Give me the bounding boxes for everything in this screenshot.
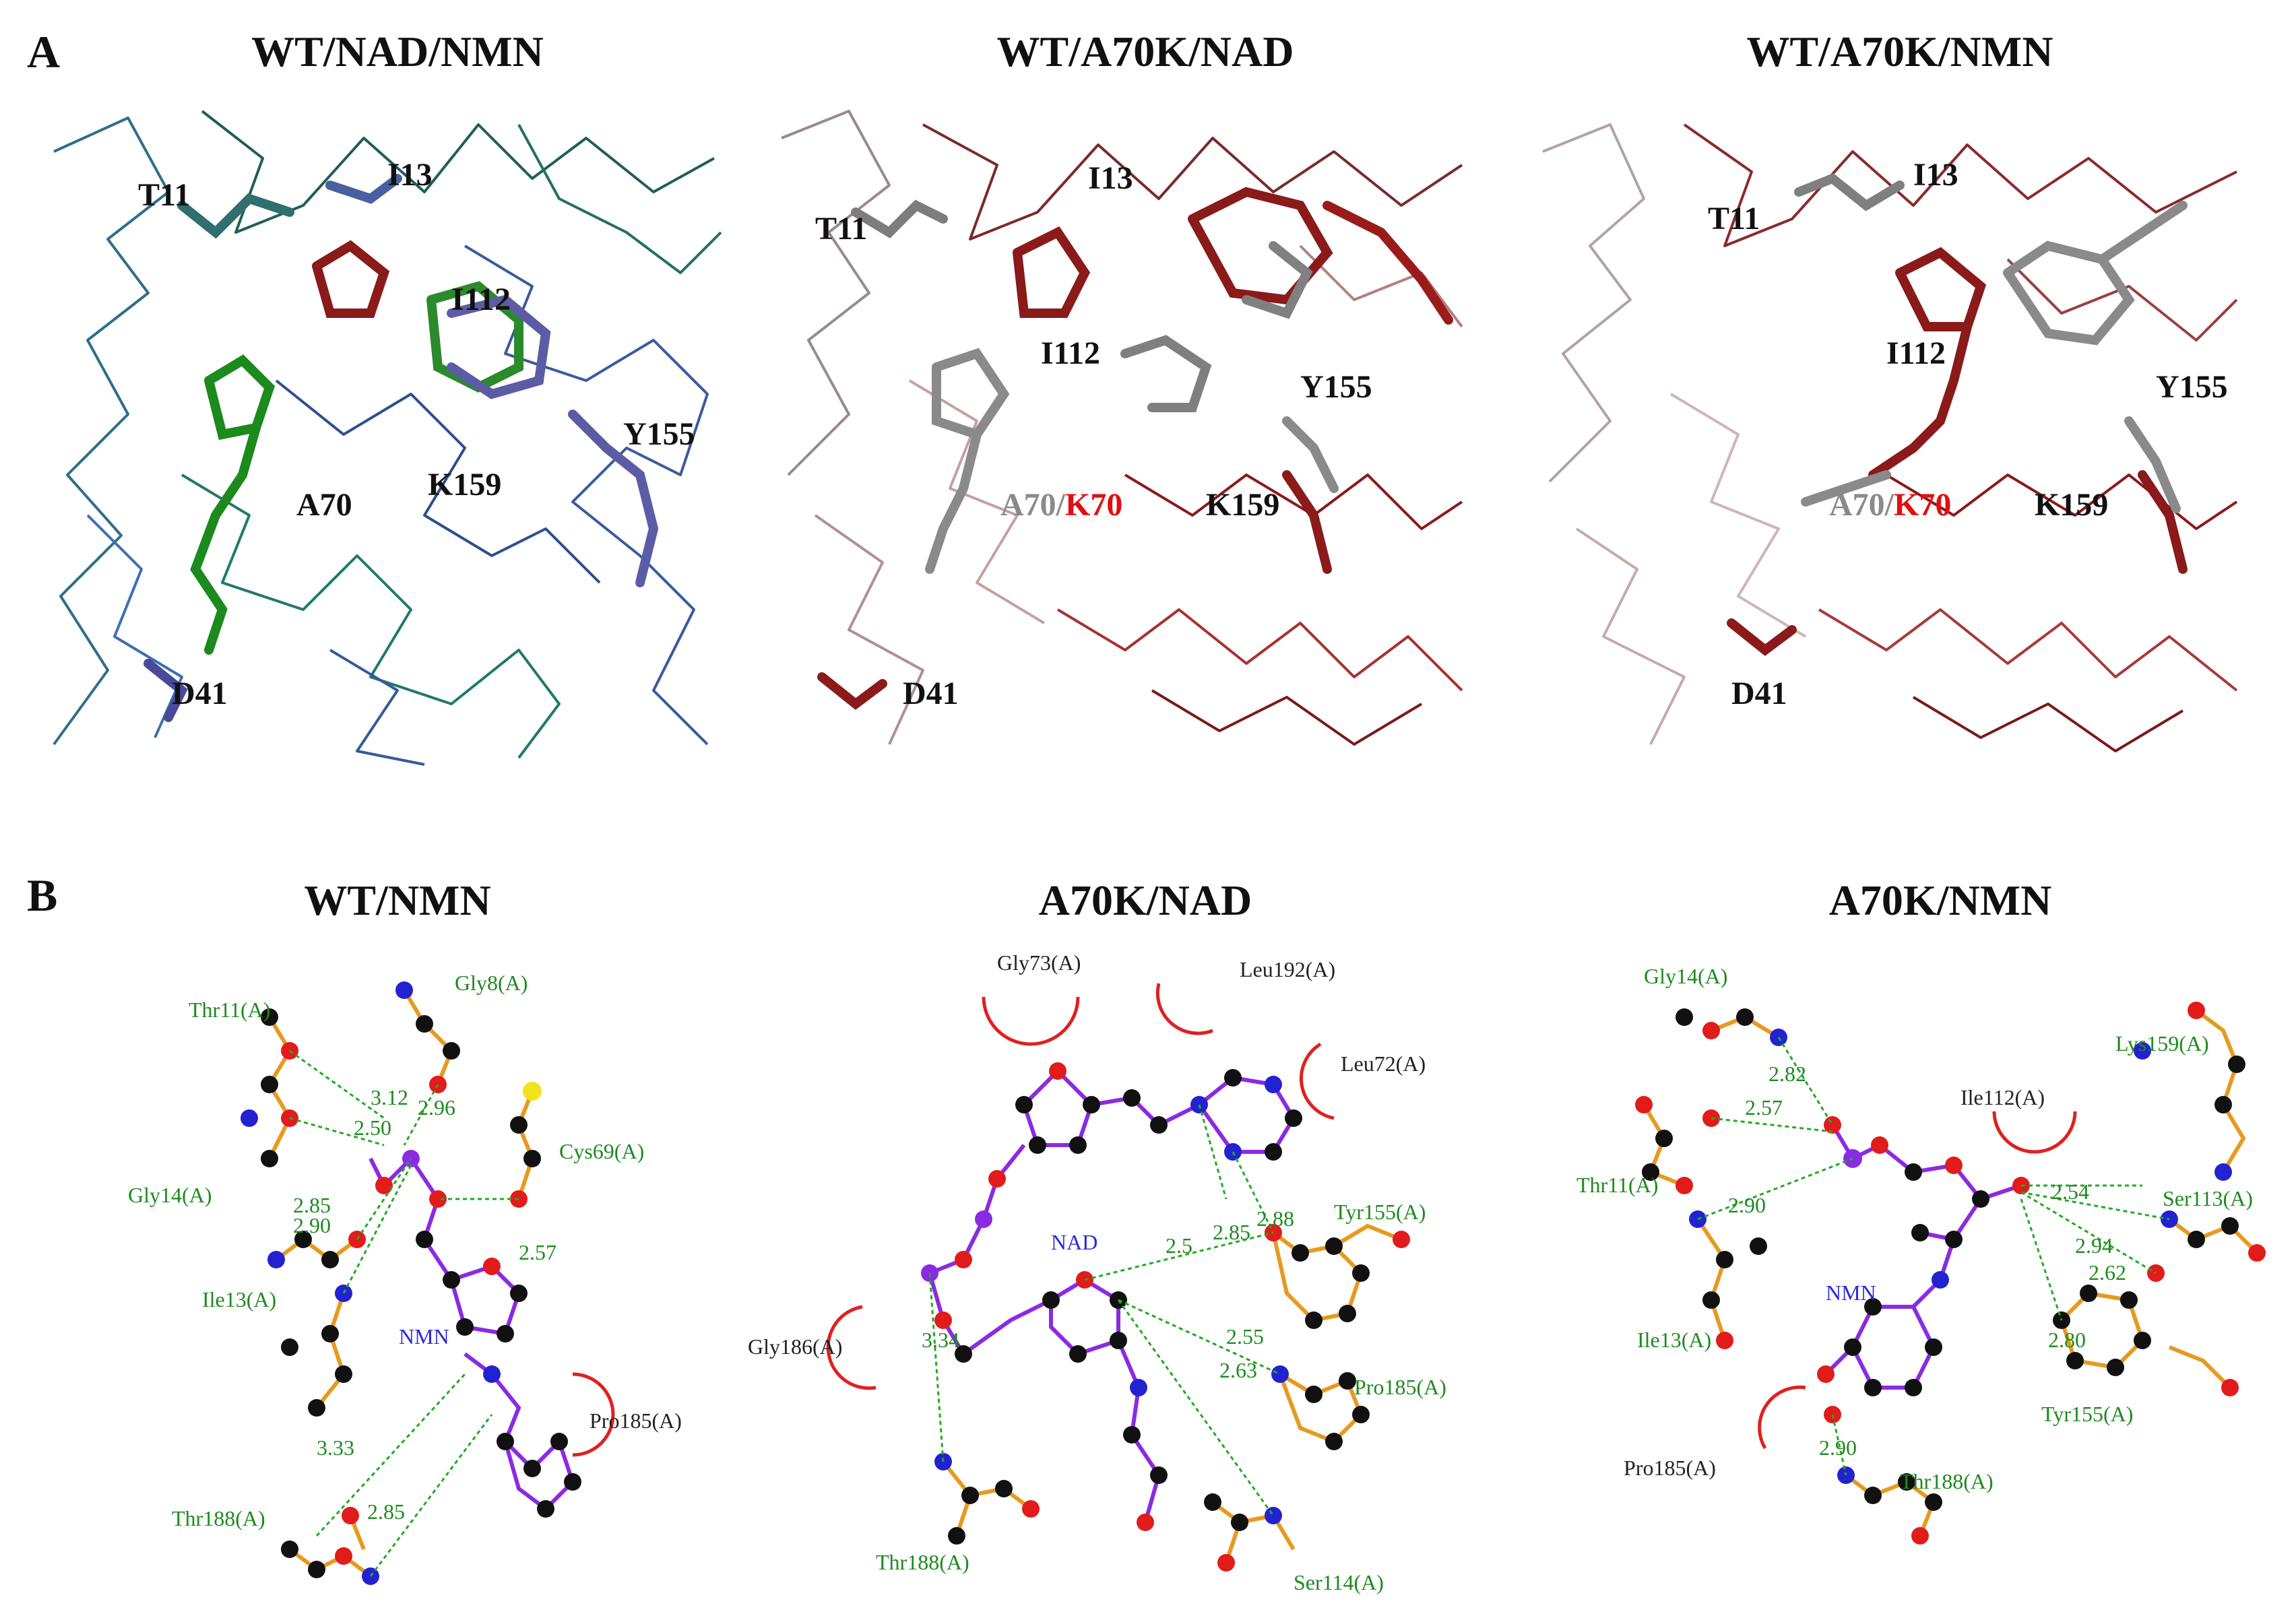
residue-gly186: Gly186(A) <box>748 1334 842 1359</box>
label-a70: A70 <box>1000 487 1056 523</box>
residue-pro185: Pro185(A) <box>589 1408 682 1433</box>
panel-a-title-1: WT/NAD/NMN <box>251 28 544 75</box>
residue-thr11: Thr11(A) <box>189 998 270 1022</box>
structure-image-wt-a70k-nad: T11 I13 I112 Y155 A70/K70 K159 D41 <box>775 98 1475 771</box>
residue-ile13: Ile13(A) <box>1637 1328 1711 1352</box>
distance-label: 2.5 <box>1166 1233 1192 1258</box>
residue-ile112: Ile112(A) <box>1960 1085 2045 1109</box>
label-i13: I13 <box>387 157 433 193</box>
residue-gly14: Gly14(A) <box>1644 964 1727 988</box>
distance-label: 2.80 <box>2048 1328 2086 1352</box>
distance-label: 2.55 <box>1226 1324 1264 1349</box>
panel-a-title-2: WT/A70K/NAD <box>996 28 1294 75</box>
distance-label: 3.12 <box>371 1085 408 1109</box>
distance-label: 2.94 <box>2075 1233 2113 1258</box>
distance-label: 2.90 <box>1819 1435 1857 1460</box>
residue-pro185: Pro185(A) <box>1624 1456 1716 1480</box>
residue-ser113: Ser113(A) <box>2163 1186 2253 1210</box>
distance-label: 2.57 <box>519 1240 556 1264</box>
residue-cys69: Cys69(A) <box>559 1139 644 1163</box>
label-y155: Y155 <box>2156 369 2228 405</box>
label-a70: A70 <box>1829 487 1885 523</box>
panel-b-title-3: A70K/NMN <box>1828 876 2052 924</box>
distance-label: 2.50 <box>354 1115 391 1140</box>
ligplot-wt-nmn: Thr11(A) Gly8(A) Cys69(A) Gly14(A) Ile13… <box>88 943 761 1603</box>
distance-label: 2.85 <box>1213 1220 1250 1244</box>
panel-b-letter: B <box>27 870 58 921</box>
ligand-name-nmn: NMN <box>1826 1281 1876 1305</box>
label-i13: I13 <box>1913 157 1958 193</box>
ligand-name-nad: NAD <box>1051 1230 1097 1254</box>
label-k159: K159 <box>2035 487 2108 523</box>
distance-label: 3.34 <box>922 1328 959 1352</box>
panel-b-title-2: A70K/NAD <box>1038 876 1252 924</box>
ligand-name-nmn: NMN <box>399 1324 449 1349</box>
label-i13: I13 <box>1088 160 1133 196</box>
distance-label: 2.54 <box>2051 1179 2089 1204</box>
panel-a-title-3: WT/A70K/NMN <box>1746 28 2053 75</box>
label-t11: T11 <box>1708 201 1760 236</box>
distance-label: 3.33 <box>317 1435 354 1460</box>
residue-lys159: Lys159(A) <box>2115 1031 2209 1056</box>
label-i112: I112 <box>1041 335 1100 371</box>
label-a70: A70 <box>296 487 352 523</box>
label-y155: Y155 <box>1300 369 1372 405</box>
distance-label: 2.82 <box>1768 1062 1806 1086</box>
distance-label: 2.90 <box>293 1213 331 1237</box>
panel-b-title-1: WT/NMN <box>304 876 491 924</box>
label-a70-k70: A70/K70 <box>1000 487 1122 523</box>
label-y155: Y155 <box>623 416 695 452</box>
structure-image-wt-a70k-nmn: T11 I13 I112 Y155 A70/K70 K159 D41 <box>1536 98 2250 771</box>
residue-gly8: Gly8(A) <box>455 971 528 995</box>
label-slash: / <box>1884 487 1894 523</box>
label-i112: I112 <box>451 282 511 317</box>
residue-ser114: Ser114(A) <box>1294 1570 1384 1594</box>
residue-thr188: Thr188(A) <box>172 1506 265 1530</box>
distance-label: 2.57 <box>1745 1095 1783 1120</box>
label-k159: K159 <box>428 467 501 503</box>
residue-thr188: Thr188(A) <box>1900 1469 1994 1493</box>
residue-leu192: Leu192(A) <box>1240 957 1335 981</box>
panel-a-letter: A <box>27 26 61 77</box>
label-slash: / <box>1056 487 1066 523</box>
distance-label: 2.85 <box>293 1193 331 1217</box>
label-i112: I112 <box>1886 335 1946 371</box>
distance-label: 2.85 <box>367 1499 405 1524</box>
label-d41: D41 <box>903 676 959 711</box>
label-d41: D41 <box>1731 676 1787 711</box>
residue-tyr155: Tyr155(A) <box>2041 1402 2133 1426</box>
label-t11: T11 <box>138 177 190 213</box>
residue-gly14: Gly14(A) <box>128 1183 212 1207</box>
residue-leu72: Leu72(A) <box>1341 1051 1426 1076</box>
structure-image-wt-nad-nmn: T11 I13 I112 Y155 A70 K159 D41 <box>47 98 734 771</box>
distance-label: 2.62 <box>2088 1260 2126 1285</box>
label-k70: K70 <box>1894 487 1951 523</box>
distance-label: 2.90 <box>1728 1193 1766 1217</box>
ligplot-a70k-nmn: Gly14(A) Lys159(A) Thr11(A) Ser113(A) Il… <box>1576 943 2277 1603</box>
residue-pro185: Pro185(A) <box>1354 1375 1446 1399</box>
distance-label: 2.63 <box>1219 1358 1257 1382</box>
label-a70-k70: A70/K70 <box>1829 487 1951 523</box>
label-t11: T11 <box>815 211 867 247</box>
residue-thr188: Thr188(A) <box>876 1550 969 1574</box>
residue-ile13: Ile13(A) <box>202 1287 276 1311</box>
label-d41: D41 <box>172 676 228 711</box>
distance-label: 2.88 <box>1256 1206 1294 1231</box>
label-k70: K70 <box>1065 487 1122 523</box>
ligplot-a70k-nad: Gly73(A) Leu192(A) Leu72(A) Gly186(A) Ty… <box>741 943 1482 1603</box>
distance-label: 2.96 <box>418 1095 455 1120</box>
label-k159: K159 <box>1206 487 1279 523</box>
residue-thr11: Thr11(A) <box>1576 1173 1658 1197</box>
residue-gly73: Gly73(A) <box>997 950 1081 975</box>
residue-tyr155: Tyr155(A) <box>1334 1200 1426 1224</box>
